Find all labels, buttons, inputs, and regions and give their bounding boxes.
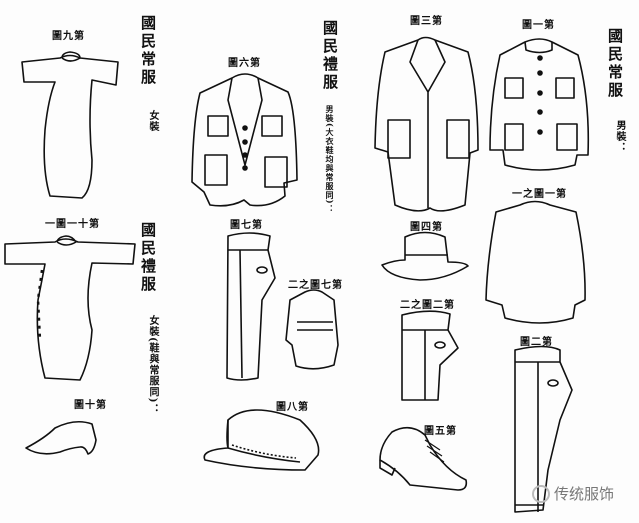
caption-men-formal: 國民禮服	[321, 20, 339, 92]
figure-label-5: 圖五第	[424, 426, 457, 437]
figure-label-2-2: 二之圖二第	[400, 300, 455, 311]
men-formal-trousers-drawing	[226, 232, 276, 381]
caption-men-everyday-sub: 男裝：	[614, 120, 625, 153]
watermark-text: 传统服饰	[554, 485, 615, 503]
women-everyday-qipao-drawing	[21, 51, 119, 199]
caption-women-everyday-sub: 女裝	[147, 110, 158, 132]
figure-label-8: 圖八第	[276, 402, 309, 413]
caption-women-formal-sub: 女裝(鞋與常服同)：	[147, 315, 158, 415]
caption-women-everyday: 國民常服	[139, 15, 157, 87]
caption-men-formal-sub: 男裝(大衣鞋均與常服同)：	[325, 105, 335, 214]
figure-label-4: 圖四第	[410, 222, 443, 233]
figure-label-6: 圖六第	[228, 58, 261, 69]
women-shoe-drawing	[25, 420, 97, 455]
figure-label-11: 一圖一十第	[45, 219, 100, 230]
wechat-icon	[532, 484, 550, 503]
figure-label-9: 圖九第	[52, 31, 85, 42]
figure-label-10: 圖十第	[74, 400, 107, 411]
men-everyday-tunic-drawing	[489, 38, 590, 171]
figure-label-2: 圖二第	[520, 337, 553, 348]
men-tunic-back-drawing	[485, 200, 586, 324]
figure-label-3: 圖三第	[410, 16, 443, 27]
figure-label-1-1: 一之圖一第	[512, 189, 567, 200]
men-overcoat-drawing	[374, 36, 479, 212]
figure-label-7: 圖七第	[230, 220, 263, 231]
watermark: 传统服饰	[532, 483, 614, 504]
men-formal-jacket-drawing	[191, 73, 298, 207]
caption-women-formal: 國民禮服	[139, 222, 157, 294]
fedora-hat-drawing	[381, 231, 469, 281]
figure-label-1: 圖一第	[522, 20, 555, 31]
military-cap-drawing	[203, 409, 320, 471]
caption-men-everyday: 國民常服	[606, 28, 624, 100]
women-formal-qipao-drawing	[4, 235, 136, 381]
men-short-trousers-drawing	[401, 310, 459, 401]
men-oxford-shoe-drawing	[379, 426, 468, 491]
women-jacket-drawing	[285, 289, 339, 370]
figure-label-7-2: 二之圖七第	[288, 280, 343, 291]
